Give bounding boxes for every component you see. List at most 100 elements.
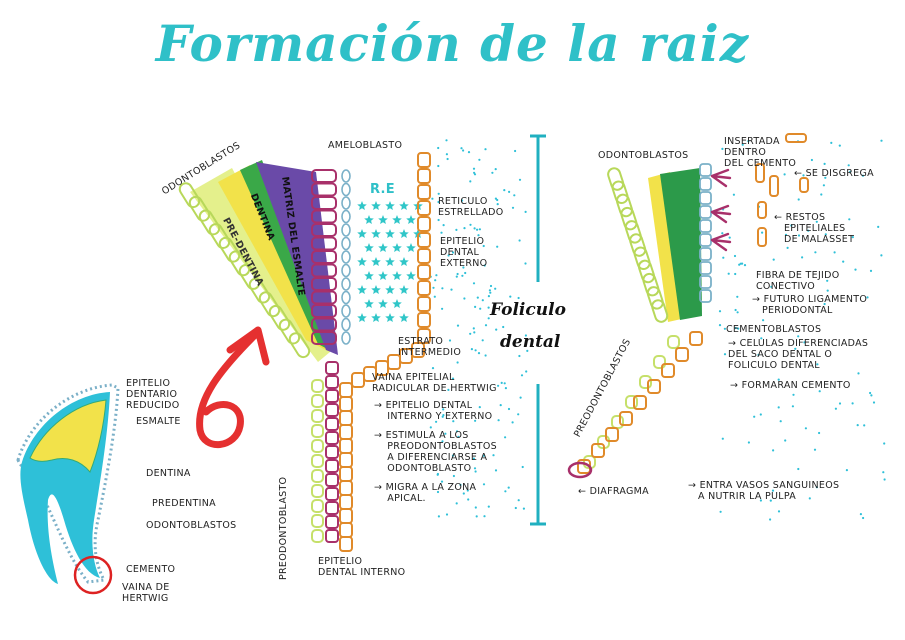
follicle-dot [820,193,823,196]
ameloblast-cell [311,317,337,332]
odontoblast-cell [208,223,231,249]
right-sheath-cell [605,427,619,442]
stellate-star [399,285,409,294]
follicle-dot [790,224,793,227]
right-cementoblast-cells [699,163,712,303]
follicle-dot [440,231,443,234]
label-epitelio-interno: EPITELIO DENTAL INTERNO [318,556,406,578]
right-odontoblast-cell [615,193,634,218]
estrato-cell [341,209,351,224]
follicle-dot [784,233,788,236]
follicle-dot [472,282,476,285]
odontoblast-cell [178,182,201,209]
follicle-dot [719,510,722,513]
right-sheath-cell [591,443,605,458]
follicle-dot [504,436,507,439]
outer-epithelium-cell [417,280,431,296]
follicle-dot [883,478,886,481]
follicle-dot [824,176,827,179]
follicle-dot [880,139,883,142]
label-cementoblastos: CEMENTOBLASTOS [726,324,822,335]
follicle-dot [849,170,852,173]
right-odontoblast-cell [607,167,625,191]
label-epitelio-externo: EPITELIO DENTAL EXTERNO [440,236,488,269]
follicle-dot [838,144,841,147]
follicle-dot [435,420,438,423]
follicle-dot [524,262,527,265]
follicle-dot [445,139,448,142]
stellate-star [399,257,409,266]
fiber [710,232,732,252]
follicle-dot [437,164,440,168]
follicle-dot [519,396,522,399]
follicle-dot [503,382,506,385]
follicle-dot [818,390,821,393]
follicle-dot [727,272,730,275]
follicle-dot [734,308,737,312]
follicle-dot [761,231,764,234]
follicle-dot [883,442,886,445]
follicle-dot [451,454,455,457]
outer-epithelium-cell [339,396,353,412]
outer-epithelium-cell [339,452,353,468]
follicle-dot [797,234,801,237]
follicle-dot [856,424,859,427]
middle-diagram [178,152,431,552]
ameloblast-cell [311,263,337,278]
label-vaina-left: VAINA DE HERTWIG [122,582,170,604]
follicle-dot [447,254,450,257]
follicle-dot [818,431,821,435]
follicle-dot [487,295,490,298]
label-predentina-left: PREDENTINA [152,498,216,509]
estrato-cell [341,331,351,345]
stellate-star [392,299,402,308]
follicle-dot [803,341,806,344]
right-odontoblast-cell [624,220,642,244]
odontoblast-cell [188,195,211,222]
odontoblast-cell [238,264,261,290]
follicle-dot [794,347,797,350]
outer-epithelium-cell [417,152,431,168]
follicle-dot [769,518,772,521]
follicle-dot [851,236,854,239]
follicle-dot [728,236,731,239]
right-preodontoblast-cell [653,355,666,369]
ameloblast-cell [311,182,337,197]
follicle-dot [757,353,760,356]
stellate-star [357,201,367,210]
follicle-dot [733,254,737,258]
outer-epithelium-cell [339,494,353,510]
follicle-dot [500,381,503,384]
follicle-dot [521,465,524,469]
odontoblast-cell [278,318,301,345]
follicle-dot [467,498,470,501]
label-estrato: ESTRATO INTERMEDIO [398,336,462,358]
sheath-cell [325,529,339,543]
follicle-dot [524,210,527,213]
follicle-dot [518,178,522,181]
estrato-cell [341,182,351,197]
follicle-dot [473,227,476,230]
follicle-dot [880,254,883,257]
follicle-dot [441,440,444,443]
estrato-cell [341,277,351,291]
follicle-dot [487,505,490,508]
outer-epithelium-cell [339,382,353,398]
follicle-dot [718,310,722,313]
stellate-star [378,299,388,308]
follicle-dot [854,268,857,271]
follicle-dot [722,256,725,259]
follicle-dot [487,306,490,309]
follicle-dot [455,502,458,505]
follicle-dot [816,363,819,366]
follicle-dot [444,432,447,435]
label-insertada: INSERTADA DENTRO DEL CEMENTO [724,136,797,169]
outer-epithelium-cell [417,168,431,184]
stellate-star [371,313,381,322]
follicle-dot [833,251,836,254]
follicle-dot [474,506,477,509]
estrato-cell [341,223,351,237]
outer-epithelium-cell [417,200,431,216]
follicle-dot [792,393,795,396]
follicle-dot [483,515,486,518]
